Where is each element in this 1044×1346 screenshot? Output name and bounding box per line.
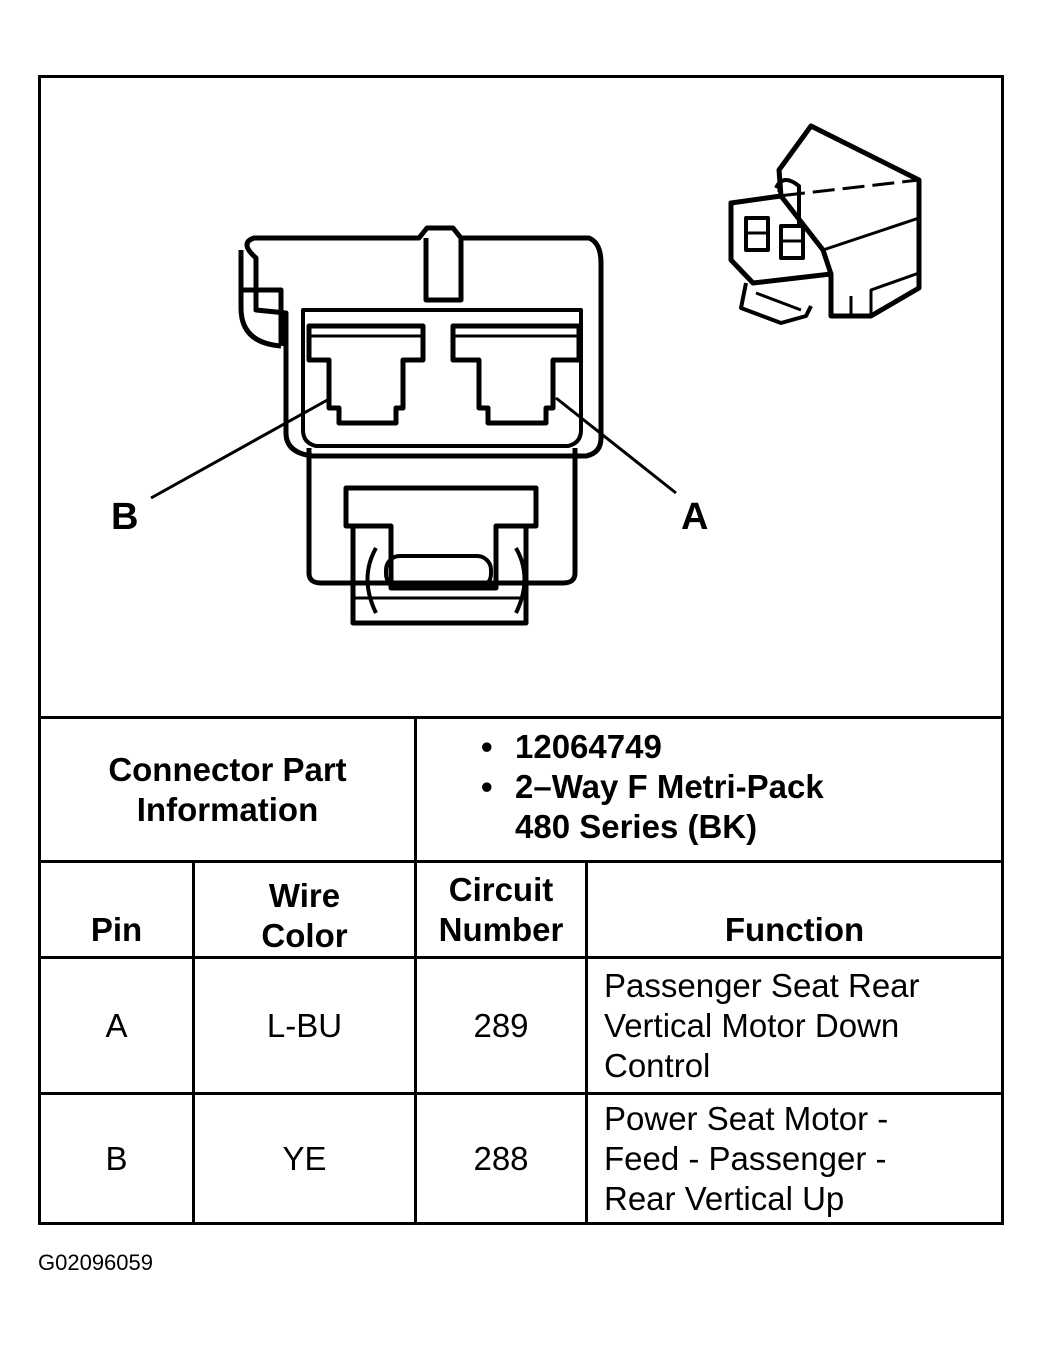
table-row-a-wire-color: L-BU <box>266 1006 343 1044</box>
table-divider <box>585 860 588 1222</box>
connector-type: 2–Way F Metri-Pack 480 Series (BK) <box>481 767 1001 847</box>
table-divider <box>192 860 195 1222</box>
header-circuit-number: Circuit Number <box>438 871 564 948</box>
connector-info-label: Connector Part Information <box>108 750 347 828</box>
connector-iso-view <box>728 123 922 325</box>
table-row-a-function: Passenger Seat Rear Vertical Motor Down … <box>604 966 920 1084</box>
table-divider <box>41 956 1001 959</box>
connector-housing-outline <box>244 225 604 459</box>
callout-line-a <box>555 396 677 495</box>
callout-line-b <box>150 396 332 500</box>
table-divider <box>414 716 417 1222</box>
table-divider <box>41 860 1001 863</box>
connector-info-parts: 12064749 2–Way F Metri-Pack 480 Series (… <box>417 719 1001 860</box>
part-number: 12064749 <box>481 727 1001 767</box>
diagram-frame: B A Connector Part Information 12064749 … <box>38 75 1004 1225</box>
table-row-a-circuit: 289 <box>473 1006 529 1044</box>
table-divider <box>41 716 1001 719</box>
table-row-b-pin: B <box>105 1139 128 1177</box>
terminal-cavity-a <box>450 323 582 426</box>
header-wire-color: Wire Color <box>261 877 348 954</box>
connector-face-diagram <box>150 123 922 626</box>
table-divider <box>41 1092 1001 1095</box>
terminal-cavity-b <box>306 323 426 426</box>
header-pin: Pin <box>90 911 143 948</box>
table-row-a-pin: A <box>105 1006 128 1044</box>
header-function: Function <box>724 911 865 948</box>
figure-id: G02096059 <box>38 1250 153 1275</box>
table-row-b-circuit: 288 <box>473 1139 529 1177</box>
table-row-b-wire-color: YE <box>282 1139 327 1177</box>
table-row-b-function: Power Seat Motor - Feed - Passenger - Re… <box>604 1099 889 1217</box>
callout-label-b: B <box>111 496 139 538</box>
locking-tab <box>343 485 539 591</box>
callout-label-a: A <box>681 496 709 538</box>
